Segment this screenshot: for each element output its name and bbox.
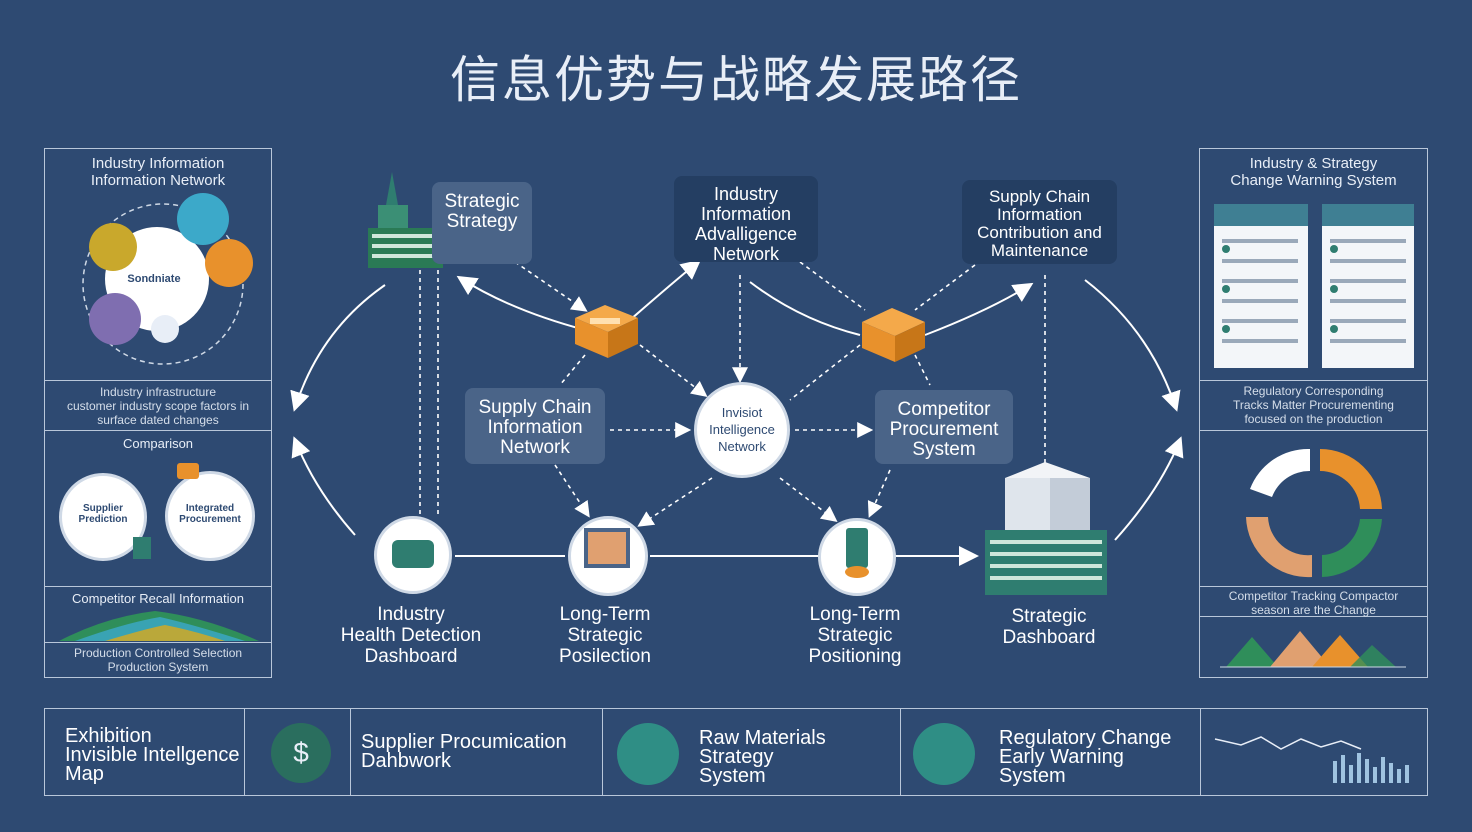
arc-crate-industry [629, 259, 702, 321]
arc-right-bottom [1114, 436, 1184, 541]
right-peaks-section [1200, 617, 1427, 679]
data-crate-icon-right [862, 308, 925, 362]
left-infra-section: Industry infrastructure customer industr… [45, 381, 271, 431]
arc-right-top [1084, 279, 1181, 412]
right-tracker-text: Competitor Tracking Compactor season are… [1228, 589, 1399, 617]
bottom-feature-bar: Exhibition Invisible Intellgence Map $ S… [44, 708, 1428, 796]
left-comparison-section: Comparison Supplier Prediction Integrate… [45, 431, 271, 587]
dash-11 [789, 344, 861, 401]
dash-10 [639, 344, 708, 397]
supplier-prediction-label: Supplier Prediction [78, 503, 128, 525]
chat-bubble-icon [392, 540, 434, 568]
industry-health-label: Industry Health Detection Dashboard [340, 604, 482, 667]
competitor-recall-title: Competitor Recall Information [72, 591, 244, 606]
cycle-arrows-icon [1246, 448, 1382, 578]
server-rack-icon [846, 528, 868, 568]
supply-maintenance-node: Supply Chain Information Contribution an… [962, 180, 1117, 264]
left-production-section: Production Controlled Selection Producti… [45, 643, 271, 679]
peaks-chart-icon [1220, 631, 1406, 668]
dash-17 [867, 469, 891, 518]
lt-positioning-label: Long-Term Strategic Positioning [808, 604, 902, 667]
arc-industry-crate2 [749, 281, 861, 336]
left-competitor-section: Competitor Recall Information [45, 587, 271, 643]
comparison-title: Comparison [122, 436, 194, 451]
integrated-procurement-circle [165, 471, 255, 561]
arc-strategy-crate [456, 275, 586, 331]
right-warning-section: Industry & Strategy Change Warning Syste… [1200, 149, 1427, 381]
right-warning-title: Industry & Strategy Change Warning Syste… [1230, 155, 1397, 190]
right-tracker-section: Competitor Tracking Compactor season are… [1200, 587, 1427, 617]
dashboard-screen-icon [584, 528, 630, 568]
network-orbit-diagram [82, 193, 253, 365]
arc-crate2-supply [924, 282, 1034, 336]
invisible-network-label: Invisiot Intelligence Network [709, 405, 775, 454]
strategic-strategy-node: Strategic Strategy [432, 182, 532, 264]
tower-building-icon [368, 172, 443, 268]
trend-bar-chart-icon [1214, 736, 1409, 783]
right-regulatory-text: Regulatory Corresponding Tracks Matter P… [1233, 384, 1394, 426]
bottom-item-regulatory: Regulatory Change Early Warning System [999, 727, 1172, 787]
right-regulatory-section: Regulatory Corresponding Tracks Matter P… [1200, 381, 1427, 431]
network-center-label: Sondniate [127, 273, 181, 285]
bottom-cell-supplier: Supplier Procumication Dahbwork [351, 709, 603, 795]
left-network-title: Industry Information Information Network [90, 155, 226, 190]
right-info-panel: Industry & Strategy Change Warning Syste… [1199, 148, 1428, 678]
left-production-text: Production Controlled Selection Producti… [73, 646, 243, 674]
supplier-prediction-circle [59, 473, 147, 561]
mountain-chart-icon [59, 611, 259, 641]
dash-16 [779, 477, 838, 522]
industry-intelligence-node: Industry Information Advalligence Networ… [674, 176, 818, 264]
bottom-item-raw: Raw Materials Strategy System [699, 727, 826, 787]
data-crate-icon-left [575, 305, 638, 358]
integrated-procurement-label: Integrated Procurement [179, 503, 241, 525]
left-network-section: Industry Information Information Network… [45, 149, 271, 381]
strategic-dashboard-label: Strategic Dashboard [1002, 606, 1096, 648]
left-info-panel: Industry Information Information Network… [44, 148, 272, 678]
dash-6 [914, 264, 976, 311]
bottom-cell-chart [1201, 709, 1429, 795]
bottom-item-supplier: Supplier Procumication Dahbwork [361, 731, 567, 772]
report-card-lines [1222, 239, 1406, 343]
dash-14 [554, 464, 590, 518]
supply-network-node: Supply Chain Information Network [465, 388, 605, 464]
dash-3 [514, 261, 588, 312]
bottom-cell-regulatory: Regulatory Change Early Warning System [901, 709, 1201, 795]
office-building-icon [985, 462, 1107, 595]
dash-12 [559, 354, 586, 386]
network-nodes-icon [913, 723, 975, 785]
invisible-network-node [694, 382, 790, 478]
bottom-cell-map: Exhibition Invisible Intellgence Map [45, 709, 245, 795]
lt-positioning-circle [818, 518, 896, 596]
handshake-icon [617, 723, 679, 785]
coin-icon [845, 566, 869, 578]
bottom-item-map: Exhibition Invisible Intellgence Map [65, 725, 240, 785]
left-infra-text: Industry infrastructure customer industr… [66, 385, 250, 427]
page-title: 信息优势与战略发展路径 [450, 51, 1022, 109]
right-cycle-section [1200, 431, 1427, 587]
bottom-cell-icon: $ [245, 709, 351, 795]
book-icon [133, 537, 151, 559]
dash-5 [799, 261, 866, 311]
package-icon [177, 463, 199, 479]
bottom-cell-raw: Raw Materials Strategy System [603, 709, 901, 795]
dollar-icon: $ [271, 723, 331, 783]
dash-15 [637, 477, 713, 527]
competitor-system-node: Competitor Procurement System [875, 390, 1013, 464]
arc-left-top [290, 284, 386, 412]
arc-left-bottom [291, 436, 356, 536]
lt-strategic-label: Long-Term Strategic Posilection [559, 604, 651, 667]
dash-13 [914, 354, 931, 386]
